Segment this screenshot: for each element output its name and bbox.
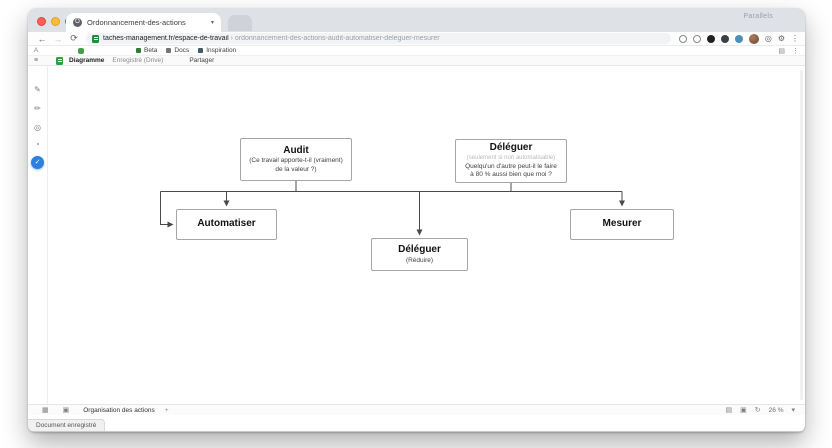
new-tab-button[interactable] (228, 15, 252, 31)
node-title: Automatiser (197, 218, 256, 230)
extension-icon-2[interactable] (692, 34, 701, 43)
window-overlay-label: Parallels (743, 13, 773, 20)
browser-menu-icon[interactable]: ⋮ (791, 34, 799, 43)
pencil-tool-icon[interactable]: ✎ (34, 85, 41, 94)
document-title[interactable]: Diagramme (69, 57, 105, 64)
bookmarks-bar: A Beta Docs Inspiration ▤ ⋮ (28, 46, 805, 56)
app-footer-bar: ▦ ▣ Organisation des actions + ▤ ▣ ↻ 26 … (28, 404, 805, 415)
site-favicon-icon (92, 34, 99, 43)
bookmark-label: Beta (144, 47, 158, 54)
url-path: › ordonnancement-des-actions-audit-autom… (228, 35, 440, 42)
browser-tab[interactable]: O Ordonnancement-des-actions ▾ (66, 13, 221, 32)
page-tab[interactable]: Organisation des actions (83, 406, 155, 414)
bookmark-label: Docs (174, 47, 190, 54)
bookmark-label: Inspiration (206, 47, 237, 54)
url-text: taches-management.fr/espace-de-travail ›… (103, 35, 440, 42)
leaf-bookmark-icon[interactable] (78, 47, 84, 54)
bookmark-favicon (198, 48, 204, 53)
tab-favicon-icon: O (73, 18, 82, 27)
back-icon[interactable]: ← (37, 33, 47, 44)
extension-icon-3[interactable] (706, 34, 715, 43)
extension-icon-1[interactable] (678, 34, 687, 43)
node-subtitle: à 80 % aussi bien que moi ? (470, 171, 552, 179)
url-input[interactable]: taches-management.fr/espace-de-travail ›… (86, 33, 671, 44)
tab-title: Ordonnancement-des-actions (87, 18, 186, 27)
refresh-icon[interactable]: ↻ (754, 407, 761, 414)
bookmark-favicon (166, 48, 172, 53)
pages-icon[interactable]: ▣ (62, 407, 70, 414)
reload-icon[interactable]: ⟳ (70, 33, 78, 43)
window-bottom-edge (28, 431, 805, 432)
extension-badge-icon[interactable]: ✓ (31, 156, 44, 169)
diagram-node-audit[interactable]: Audit (Ce travail apporte-t-il (vraiment… (240, 138, 352, 181)
profile-avatar[interactable] (748, 33, 759, 44)
fit-page-icon[interactable]: ▤ (725, 407, 733, 414)
eye-icon[interactable]: ◎ (764, 34, 772, 43)
node-subtitle: (seulement si non automatisable) (466, 154, 556, 161)
add-page-icon[interactable]: + (164, 406, 169, 414)
bookmark-item[interactable]: Inspiration (198, 47, 236, 54)
node-title: Déléguer (398, 244, 441, 256)
bookmark-item[interactable]: Docs (166, 47, 189, 54)
canvas-area[interactable]: ✎ ✏ ◎ ✓ (28, 66, 805, 404)
forward-icon[interactable]: → (53, 33, 63, 44)
node-title: Mesurer (602, 218, 642, 230)
diagram-node-deleguer[interactable]: Déléguer (seulement si non automatisable… (455, 139, 567, 183)
tab-caret-icon[interactable]: ▾ (210, 20, 214, 26)
bookmark-item[interactable]: Beta (136, 47, 157, 54)
browser-window: O Ordonnancement-des-actions ▾ Parallels… (28, 8, 805, 432)
status-bubble: Document enregistré (28, 419, 106, 431)
document-file-icon (56, 56, 63, 65)
status-bubble-text: Document enregistré (36, 422, 97, 429)
node-subtitle: Quelqu'un d'autre peut-il le faire (465, 162, 557, 170)
hamburger-menu-icon[interactable]: ≡ (33, 57, 39, 64)
url-host: taches-management.fr/espace-de-travail (103, 35, 229, 42)
frame-icon[interactable]: ▣ (740, 407, 747, 414)
bookmark-items: Beta Docs Inspiration (136, 47, 236, 54)
node-subtitle: (Réduire) (405, 256, 434, 264)
dot-indicator (36, 143, 39, 145)
tab-strip: O Ordonnancement-des-actions ▾ Parallels (28, 8, 805, 32)
minimize-window-button[interactable] (51, 17, 60, 26)
grid-view-icon[interactable]: ▦ (42, 407, 49, 414)
bookmarks-menu-icon[interactable]: ⋮ (792, 47, 799, 55)
diagram-node-mesurer[interactable]: Mesurer (570, 209, 674, 240)
node-subtitle: (Ce travail apporte-t-il (vraiment) (249, 157, 343, 165)
app-header: ≡ Diagramme Enregistré (Drive) Partager (28, 56, 805, 66)
pen-tool-icon[interactable]: ✏ (34, 104, 41, 113)
reading-list-icon[interactable]: ▤ (778, 47, 785, 55)
canvas-scrollbar[interactable] (800, 70, 803, 400)
diagram-node-deleguer-reduire[interactable]: Déléguer (Réduire) (371, 238, 468, 271)
node-title: Audit (283, 144, 309, 156)
target-tool-icon[interactable]: ◎ (34, 123, 41, 132)
zoom-menu-icon[interactable]: ▾ (791, 407, 795, 414)
extension-icon-4[interactable] (720, 34, 729, 43)
close-window-button[interactable] (37, 17, 46, 26)
address-toolbar: ← → ⟳ taches-management.fr/espace-de-tra… (28, 32, 805, 46)
gear-icon[interactable]: ⚙ (777, 34, 785, 43)
diagram-node-automatiser[interactable]: Automatiser (176, 209, 277, 240)
extensions-cluster: ◎ ⚙ ⋮ (678, 33, 805, 44)
tool-strip: ✎ ✏ ◎ ✓ (28, 66, 48, 404)
save-status: Enregistré (Drive) (112, 57, 164, 64)
apps-icon[interactable]: A (33, 47, 39, 54)
node-title: Déléguer (489, 142, 533, 154)
bookmark-favicon (136, 48, 141, 53)
extension-icon-5[interactable] (734, 34, 743, 43)
share-button[interactable]: Partager (189, 57, 215, 64)
node-subtitle: de la valeur ?) (275, 165, 317, 173)
zoom-level[interactable]: 26 % (768, 406, 784, 414)
